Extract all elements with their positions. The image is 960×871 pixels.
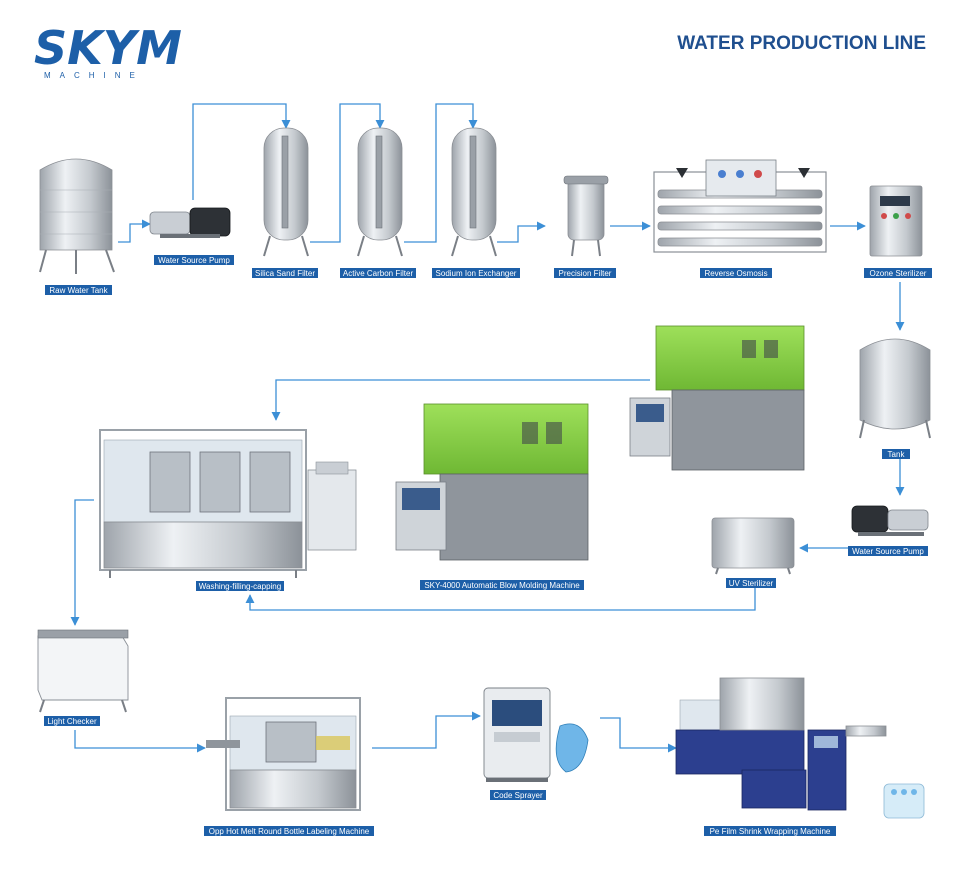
svg-text:Ozone Sterilizer: Ozone Sterilizer: [870, 269, 927, 278]
label-shrink-wrapping-machine: Pe Film Shrink Wrapping Machine: [704, 826, 836, 836]
label-ozone-sterilizer: Ozone Sterilizer: [864, 268, 932, 278]
label-silica-sand-filter: Silica Sand Filter: [252, 268, 318, 278]
sodium-ion-exchanger-illustration: [451, 127, 497, 257]
svg-text:Pe Film Shrink Wrapping Machin: Pe Film Shrink Wrapping Machine: [710, 827, 831, 836]
active-carbon-filter-illustration: [357, 127, 403, 257]
raw-water-tank-illustration: [39, 158, 115, 274]
svg-text:Raw Water Tank: Raw Water Tank: [49, 286, 108, 295]
uv-sterilizer-illustration: [711, 517, 795, 575]
svg-text:Water Source Pump: Water Source Pump: [852, 547, 924, 556]
shrink-wrapper-illustration: [675, 677, 925, 819]
svg-text:Silica Sand Filter: Silica Sand Filter: [255, 269, 315, 278]
svg-text:Code Sprayer: Code Sprayer: [493, 791, 543, 800]
svg-text:UV Sterilizer: UV Sterilizer: [729, 579, 774, 588]
flow-labeler-to-sprayer: [372, 711, 481, 749]
svg-text:Opp Hot Melt Round Bottle Labe: Opp Hot Melt Round Bottle Labeling Machi…: [209, 827, 370, 836]
svg-text:Water Source Pump: Water Source Pump: [158, 256, 230, 265]
precision-filter-illustration: [563, 175, 609, 257]
svg-text:SKY-4000 Automatic Blow Moldin: SKY-4000 Automatic Blow Molding Machine: [424, 581, 580, 590]
flow-tank-to-pump: [118, 219, 151, 243]
page-title: WATER PRODUCTION LINE: [677, 33, 926, 54]
blow-molding-machine-back: [629, 325, 805, 471]
light-checker-illustration: [37, 629, 129, 713]
brand-logo: SKYM MACHINE: [34, 21, 182, 80]
label-sodium-ion-exchanger: Sodium Ion Exchanger: [432, 268, 520, 278]
svg-text:Sodium Ion Exchanger: Sodium Ion Exchanger: [436, 269, 517, 278]
label-active-carbon-filter: Active Carbon Filter: [340, 268, 416, 278]
label-raw-water-tank: Raw Water Tank: [45, 285, 112, 295]
logo-subtext: MACHINE: [44, 71, 144, 80]
flow-sand-to-carbon: [310, 103, 385, 243]
label-blow-molding-machine: SKY-4000 Automatic Blow Molding Machine: [420, 580, 584, 590]
silica-sand-filter-illustration: [263, 127, 309, 257]
flow-carbon-to-sodium: [404, 103, 478, 243]
bottle-pack-icon: [883, 783, 925, 819]
label-reverse-osmosis: Reverse Osmosis: [700, 268, 772, 278]
ozone-sterilizer-illustration: [869, 185, 923, 257]
flow-checker-to-labeler: [74, 730, 206, 753]
flow-pump-to-sand: [192, 103, 291, 200]
label-precision-filter: Precision Filter: [554, 268, 616, 278]
flow-uv-to-filler: [245, 588, 756, 611]
logo-text: SKYM: [34, 21, 182, 75]
svg-text:Tank: Tank: [888, 450, 906, 459]
labeling-machine-illustration: [206, 697, 361, 811]
flow-sodium-to-precision: [497, 221, 546, 243]
label-tank: Tank: [882, 449, 910, 459]
svg-text:Reverse Osmosis: Reverse Osmosis: [704, 269, 767, 278]
flow-blow-to-filler: [271, 379, 650, 421]
water-source-pump-2-illustration: [851, 505, 929, 536]
label-labeling-machine: Opp Hot Melt Round Bottle Labeling Machi…: [204, 826, 374, 836]
water-source-pump-illustration: [149, 207, 231, 238]
filling-machine-illustration: [99, 429, 357, 578]
label-code-sprayer: Code Sprayer: [490, 790, 546, 800]
label-light-checker: Light Checker: [44, 716, 100, 726]
code-sprayer-illustration: [483, 687, 589, 782]
label-washing-filling-capping: Washing-filling-capping: [196, 581, 284, 591]
svg-text:Precision Filter: Precision Filter: [559, 269, 612, 278]
reverse-osmosis-illustration: [653, 159, 827, 253]
flow-filler-to-checker: [70, 499, 94, 626]
label-water-source-pump-2: Water Source Pump: [848, 546, 928, 556]
svg-text:Active Carbon Filter: Active Carbon Filter: [343, 269, 414, 278]
blow-molding-machine-front: [395, 403, 589, 561]
label-water-source-pump-1: Water Source Pump: [154, 255, 234, 265]
flow-sprayer-to-wrapper: [600, 717, 677, 753]
svg-text:Light Checker: Light Checker: [47, 717, 97, 726]
label-uv-sterilizer: UV Sterilizer: [726, 578, 776, 588]
storage-tank-illustration: [859, 338, 931, 439]
svg-text:Washing-filling-capping: Washing-filling-capping: [199, 582, 281, 591]
flow-lines: [70, 103, 905, 753]
